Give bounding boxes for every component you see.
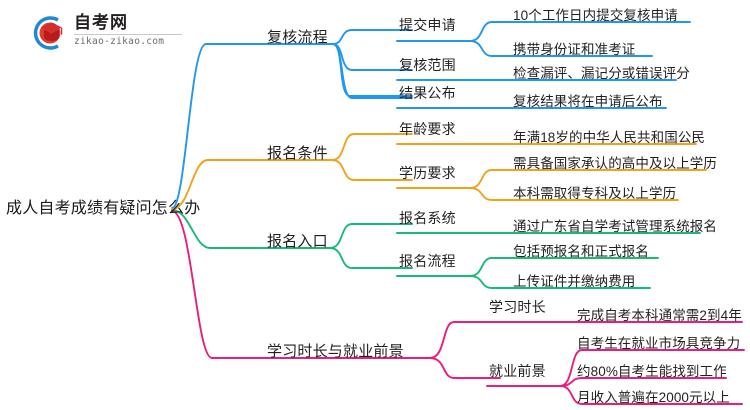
leaf-80-percent-employed[interactable]: 约80%自考生能找到工作 [577,364,727,379]
connector-b3c2-l1 [469,257,511,277]
subnode-fuhe-fanwei[interactable]: 复核范围 [399,57,456,73]
branch-node-baoming-rukou[interactable]: 报名入口 [267,233,328,250]
leaf-guangdong-system[interactable]: 通过广东省自学考试管理系统报名 [513,219,717,234]
connector-b1-c3 [332,43,413,99]
connector-b2-c1 [331,133,413,161]
branch-node-fuhe-liucheng[interactable]: 复核流程 [267,29,328,46]
leaf-check-scoring-errors[interactable]: 检查漏评、漏记分或错误评分 [513,66,690,81]
connector-b1c1-l1 [469,21,511,42]
subnode-baoming-liucheng[interactable]: 报名流程 [399,253,456,269]
connector-root-to-branch-3 [171,209,266,249]
connector-b2c2-l1 [469,169,511,189]
logo-en-text: zikao-zikao.com [74,36,165,47]
leaf-age-18-citizen[interactable]: 年满18岁的中华人民共和国公民 [513,130,706,145]
connector-b3c2-l2 [469,275,511,289]
subnode-jiuye-qianjing[interactable]: 就业前景 [489,363,546,379]
connector-b4-c1 [429,321,501,359]
logo-divider [74,34,182,35]
subnode-tijiao-shenqing[interactable]: 提交申请 [399,17,456,33]
leaf-competitive-job-market[interactable]: 自考生在就业市场具竞争力 [577,336,741,351]
logo-cn-text: 自考网 [74,13,128,32]
connector-b4-c2 [429,357,501,379]
leaf-pre-and-formal-registration[interactable]: 包括预报名和正式报名 [513,244,649,259]
graduation-cap-icon [33,16,63,50]
site-logo[interactable]: 自考网 zikao-zikao.com [28,12,188,54]
subnode-xuexi-shichang-2[interactable]: 学习时长 [489,299,546,315]
connector-b4c2-l3 [559,385,599,405]
subnode-baoming-xitong[interactable]: 报名系统 [399,210,456,226]
leaf-10days-apply[interactable]: 10个工作日内提交复核申请 [513,8,678,23]
connector-root-to-branch-2 [171,159,266,210]
branch-node-baoming-tiaojian[interactable]: 报名条件 [267,145,328,162]
leaf-income-above-2000[interactable]: 月收入普遍在2000元以上 [577,390,730,405]
subnode-xueli-yaoqiu[interactable]: 学历要求 [399,165,456,181]
connector-b3-c2 [329,247,413,269]
leaf-result-published[interactable]: 复核结果将在申请后公布 [513,94,663,109]
logo-text-block: 自考网 zikao-zikao.com [74,13,186,48]
subnode-nianling-yaoqiu[interactable]: 年龄要求 [399,121,456,137]
leaf-upload-docs-pay[interactable]: 上传证件并缴纳费用 [513,274,636,289]
connector-b2c2-l2 [469,187,511,201]
connector-b1c1-l2 [469,40,511,57]
connector-root-to-branch-4 [171,210,266,359]
branch-node-xuexi-shichang[interactable]: 学习时长与就业前景 [267,343,404,360]
connector-b3-c1 [329,223,413,249]
connector-root-to-branch-1 [171,43,266,209]
leaf-2to4-years[interactable]: 完成自考本科通常需2到4年 [577,308,742,323]
leaf-highschool-degree[interactable]: 需具备国家承认的高中及以上学历 [513,156,717,171]
connector-b2-c2 [331,159,413,181]
subnode-jieguo-gongbu[interactable]: 结果公布 [399,85,456,101]
leaf-bachelor-needs-college[interactable]: 本科需取得专科及以上学历 [513,186,677,201]
connector-b1-c1 [332,29,413,45]
leaf-bring-id-card[interactable]: 携带身份证和准考证 [513,42,636,57]
connector-b4c2-l1 [559,349,599,387]
mindmap-root-node[interactable]: 成人自考成绩有疑问怎么办 [6,200,201,217]
